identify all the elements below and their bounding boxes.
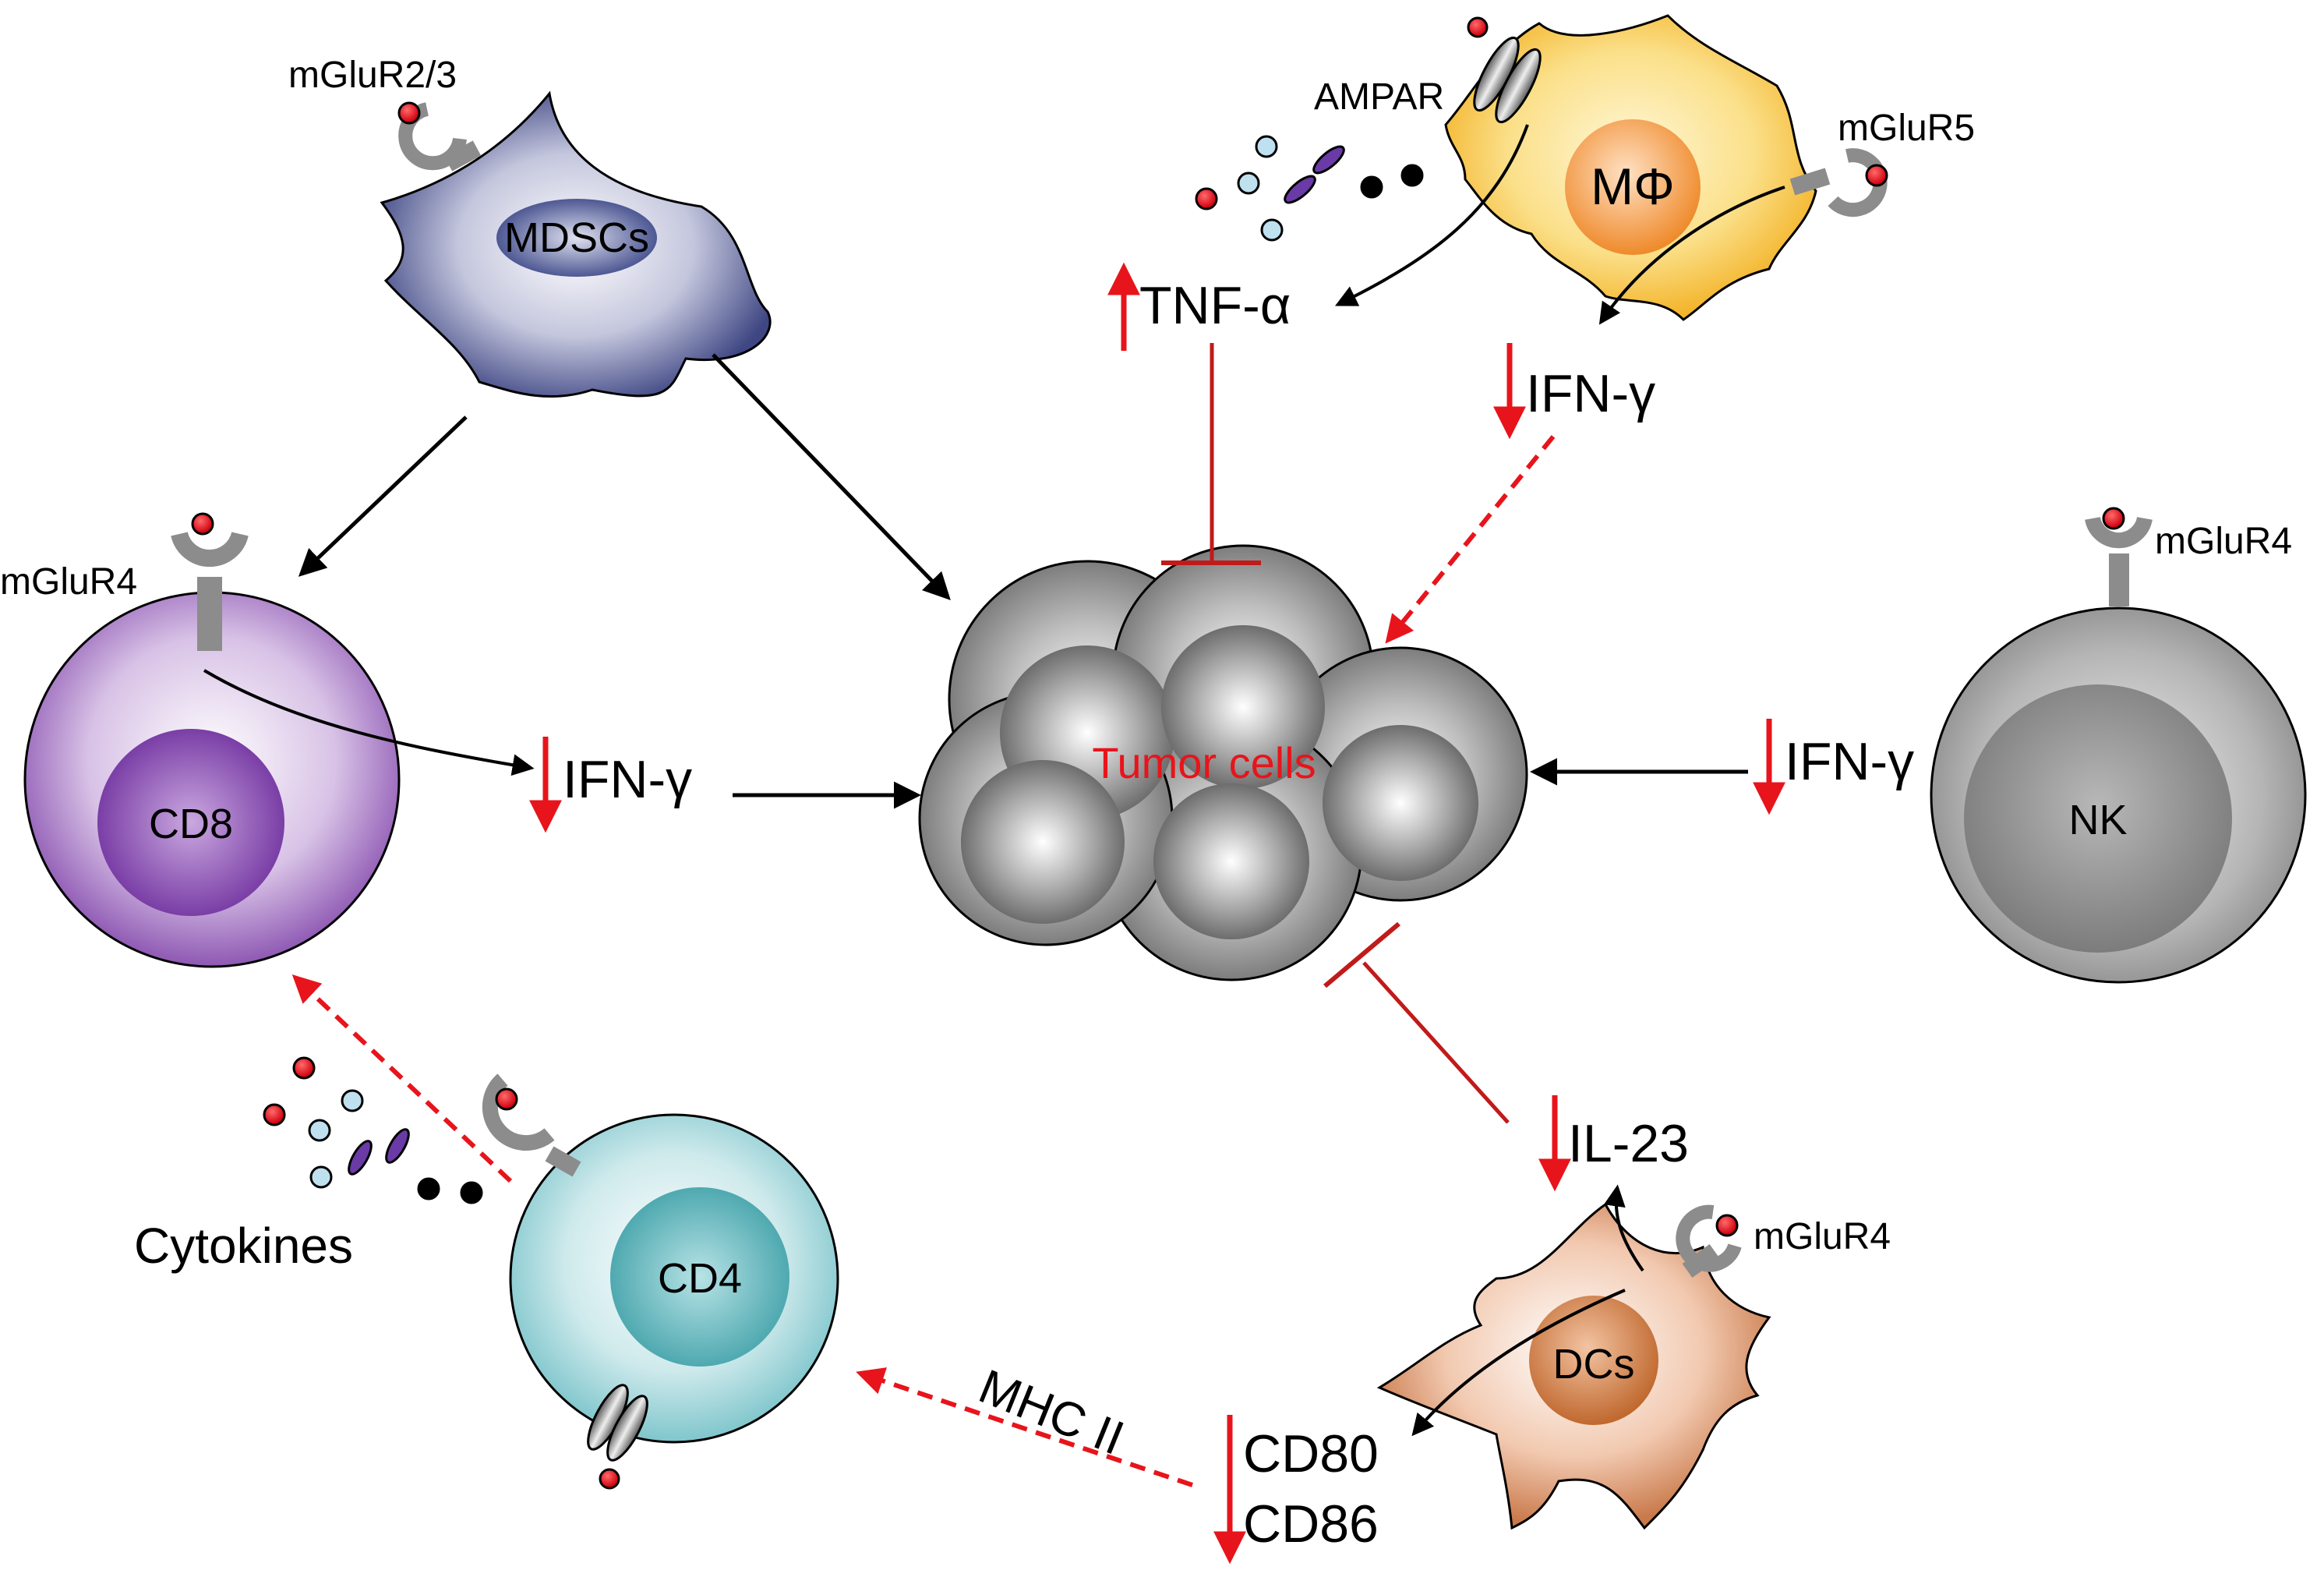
cd8-label: CD8 [149, 801, 233, 847]
mhc-label: MHC II [972, 1360, 1132, 1466]
edge-dc-il23 [1603, 1184, 1644, 1272]
ampar-label: AMPAR [1314, 76, 1444, 118]
cd4-receptor-icon [482, 1073, 581, 1177]
ifn-nk-label: IFN-γ [1785, 732, 1914, 791]
cd4-ampar-channel-icon [587, 1384, 648, 1490]
dcs-label: DCs [1553, 1341, 1635, 1388]
mglur5-receptor-icon [1789, 148, 1888, 217]
cytokine-particles-top [1195, 135, 1424, 242]
edge-mdsc-cd8 [298, 415, 468, 577]
mglur23-label: mGluR2/3 [288, 55, 457, 96]
edge-mdsc-tumor [712, 353, 951, 601]
mdsc-cell: MDSCs mGluR2/3 [288, 55, 772, 398]
tnf-label: TNF-α [1139, 276, 1291, 335]
mglur4-cd8-receptor-icon [171, 512, 249, 651]
mglur4-nk-label: mGluR4 [2155, 521, 2292, 562]
dc-cell: DCs mGluR4 [1376, 1202, 1891, 1530]
edges [203, 124, 1785, 1487]
edge-mhc-cd4 [856, 1367, 1193, 1487]
mglur4-dc-receptor-icon [1676, 1204, 1742, 1278]
il23-label: IL-23 [1568, 1114, 1689, 1173]
mglur4-cd8-label: mGluR4 [0, 561, 137, 603]
ampar-channel-icon [1467, 16, 1542, 124]
tumor-cluster: Tumor cells [918, 544, 1528, 981]
cd80-label: CD80 [1243, 1424, 1379, 1483]
nk-label: NK [2068, 797, 2127, 843]
mdscs-label: MDSCs [504, 214, 649, 261]
cd4-cell: CD4 [482, 1073, 839, 1490]
edge-dc-cd80 [1411, 1289, 1626, 1437]
ifn-mphi-label: IFN-γ [1526, 364, 1655, 423]
tumor-label: Tumor cells [1092, 738, 1316, 787]
macrophage-cell: MΦ AMPAR mGluR5 [1314, 14, 1975, 321]
edge-il23-inhibit [1362, 961, 1510, 1124]
cytokine-particles-bottom [263, 1056, 483, 1204]
edge-ifn-mphi-tumor [1385, 435, 1556, 644]
cytokines-label: Cytokines [134, 1218, 353, 1274]
nk-cell: NK mGluR4 [1930, 507, 2307, 984]
mglur23-receptor-icon [397, 101, 482, 171]
ifn-cd8-label: IFN-γ [563, 750, 692, 809]
cd86-label: CD86 [1243, 1494, 1379, 1554]
edge-ampar-tnf [1334, 124, 1529, 306]
edge-mglur5-ifn [1598, 186, 1785, 325]
edge-il23-inhibit-bar [1323, 921, 1400, 988]
mglur4-nk-receptor-icon [2085, 507, 2153, 606]
cd8-cell: CD8 mGluR4 [0, 512, 401, 968]
cd4-label: CD4 [658, 1255, 742, 1302]
edge-mglur4-ifn-cd8 [203, 669, 535, 776]
mphi-label: MΦ [1591, 157, 1675, 215]
mglur4-dc-label: mGluR4 [1754, 1216, 1891, 1257]
mglur5-label: mGluR5 [1838, 108, 1975, 149]
